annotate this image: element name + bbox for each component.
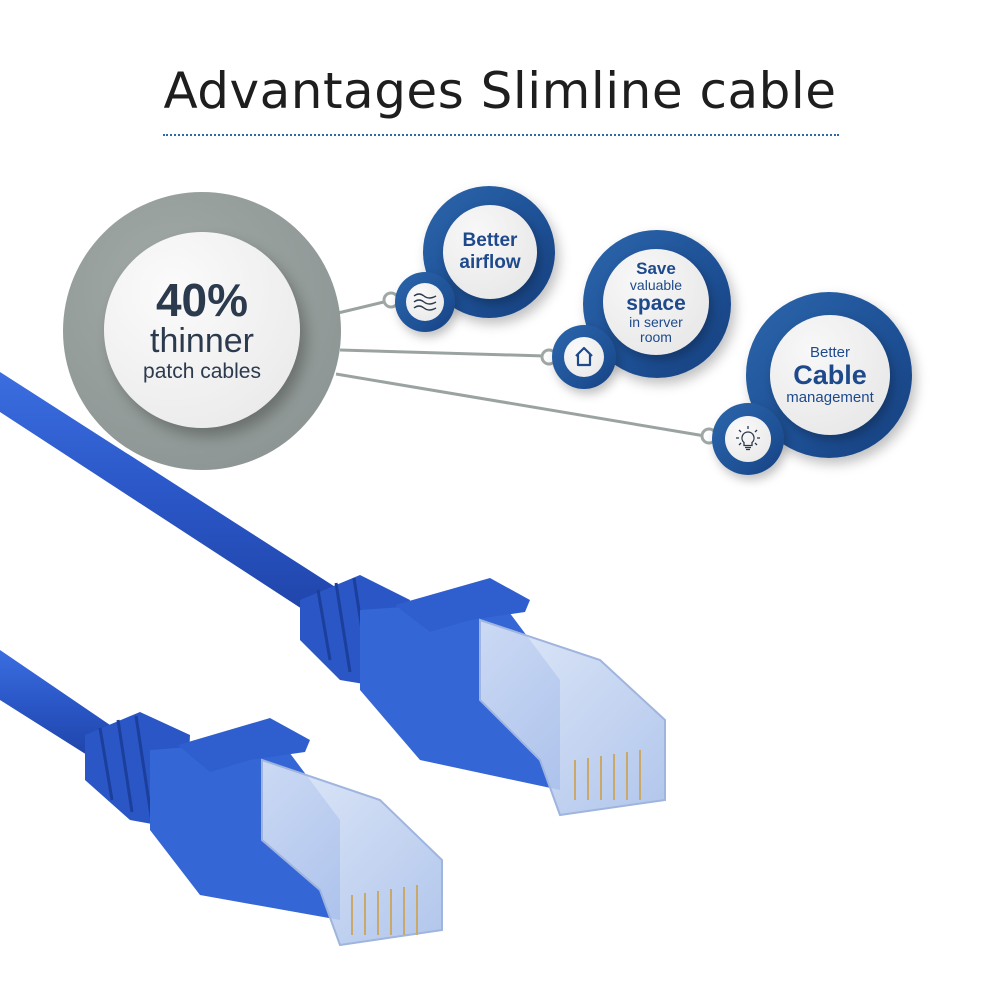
benefit-cable-mgmt-line1: Better <box>809 343 851 361</box>
benefit-cable-mgmt-line3: management <box>786 388 874 406</box>
stat-line2: patch cables <box>143 360 261 383</box>
benefit-space-line4: in server <box>629 314 683 330</box>
benefit-airflow-line1: Better <box>462 230 518 251</box>
page-title: Advantages Slimline cable <box>163 62 837 120</box>
airflow-icon-disc <box>406 283 444 321</box>
main-stat-badge: 40% thinner patch cables <box>104 232 300 428</box>
title-underline-divider <box>163 134 839 136</box>
benefit-cable-mgmt-badge: Better Cable management <box>770 315 890 435</box>
lightbulb-icon-disc <box>725 416 771 462</box>
benefit-space-line2: valuable <box>629 277 683 293</box>
stat-percentage: 40% <box>155 274 249 326</box>
benefit-space-line5: room <box>640 329 672 345</box>
benefit-cable-mgmt-line2: Cable <box>793 359 867 390</box>
home-icon-disc <box>564 337 604 377</box>
home-icon <box>575 346 593 367</box>
airflow-waves-icon <box>413 293 437 311</box>
stat-line1: thinner <box>150 322 254 360</box>
benefit-space-line3: space <box>626 292 686 315</box>
benefit-space-badge: Save valuable space in server room <box>603 249 709 355</box>
benefit-space-line1: Save <box>636 259 676 278</box>
lower-cable <box>0 650 443 947</box>
lightbulb-icon <box>736 426 760 451</box>
benefit-airflow-badge: Better airflow <box>443 205 537 299</box>
upper-cable <box>0 372 666 817</box>
benefit-airflow-line2: airflow <box>459 252 521 273</box>
